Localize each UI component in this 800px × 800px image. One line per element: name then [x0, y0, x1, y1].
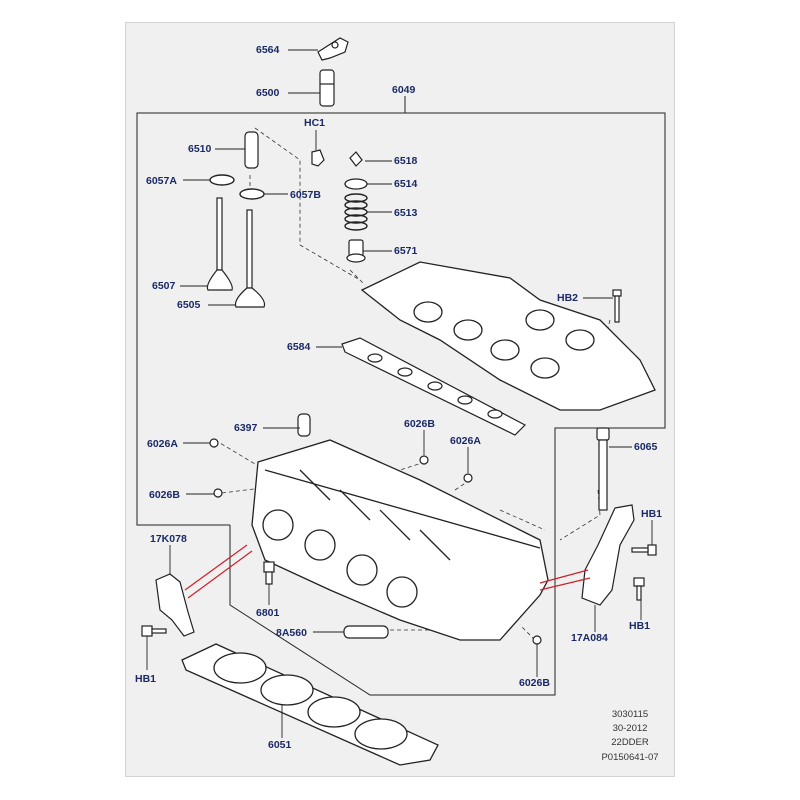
label-6500: 6500 — [256, 87, 280, 99]
valve-guide-6510 — [244, 131, 259, 169]
label-6026b-bottom: 6026B — [519, 677, 550, 689]
gasket-6584 — [341, 337, 526, 436]
label-6505: 6505 — [177, 299, 201, 311]
label-6513: 6513 — [394, 207, 418, 219]
bracket-17a084 — [581, 504, 635, 606]
reference-line-4: P0150641-07 — [601, 752, 659, 763]
label-hb1-right-top: HB1 — [641, 508, 663, 520]
dowel-6026a-right — [463, 473, 473, 483]
label-6049: 6049 — [392, 84, 416, 96]
rocker-arm-6564 — [317, 37, 349, 61]
label-6571: 6571 — [394, 245, 418, 257]
label-6057b: 6057B — [290, 189, 321, 201]
label-6584: 6584 — [287, 341, 311, 353]
sensor-6801 — [263, 561, 275, 585]
label-6564: 6564 — [256, 44, 280, 56]
label-6510: 6510 — [188, 143, 212, 155]
dowel-6026a-left — [209, 438, 219, 448]
label-hb1-right-bottom: HB1 — [629, 620, 651, 632]
label-6801: 6801 — [256, 607, 280, 619]
label-6026b-top: 6026B — [404, 418, 435, 430]
label-6026a-left: 6026A — [147, 438, 178, 450]
label-17a084: 17A084 — [571, 632, 608, 644]
label-6397: 6397 — [234, 422, 258, 434]
label-6514: 6514 — [394, 178, 418, 190]
spring-seat-6571 — [346, 239, 366, 263]
label-hb1-left: HB1 — [135, 673, 157, 685]
label-6065: 6065 — [634, 441, 658, 453]
head-gasket-6051 — [181, 643, 439, 766]
cylinder-head — [251, 439, 549, 641]
label-hc1: HC1 — [304, 117, 326, 129]
label-6026a-right: 6026A — [450, 435, 481, 447]
group-box-6049-right — [229, 112, 666, 696]
label-6057a: 6057A — [146, 175, 177, 187]
label-leaders — [146, 49, 653, 738]
label-6051: 6051 — [268, 739, 292, 751]
label-6026b-left: 6026B — [149, 489, 180, 501]
label-6518: 6518 — [394, 155, 418, 167]
dowel-6026b-top — [419, 455, 429, 465]
bolt-hb2 — [612, 289, 622, 323]
dowel-6026b-left — [213, 488, 223, 498]
bolt-hb1-right-bottom — [633, 577, 645, 601]
reference-line-3: 22DDER — [611, 737, 649, 748]
dowel-6026b-bottom — [532, 635, 542, 645]
reference-line-1: 3030115 — [611, 709, 649, 720]
bolt-hb1-left — [141, 625, 167, 637]
plug-8a560 — [343, 625, 389, 639]
reference-line-2: 30-2012 — [612, 723, 648, 734]
bolt-hb1-right-top — [631, 544, 657, 556]
valve-keepers-6518 — [349, 151, 363, 167]
head-bolt-6065 — [596, 427, 610, 511]
plug-6397 — [297, 413, 311, 437]
callout-lines — [184, 544, 591, 599]
label-hb2: HB2 — [557, 292, 579, 304]
valve-6505 — [234, 209, 266, 308]
clip-hc1 — [311, 149, 325, 167]
valve-6507 — [206, 197, 233, 291]
bracket-17k078 — [155, 573, 195, 637]
label-6507: 6507 — [152, 280, 176, 292]
label-8a560: 8A560 — [276, 627, 307, 639]
valve-spring-6513 — [344, 193, 368, 231]
label-17k078: 17K078 — [150, 533, 187, 545]
group-box-6049 — [136, 112, 345, 526]
lash-adjuster-6500 — [319, 69, 335, 107]
camshaft-carrier — [360, 261, 656, 411]
valve-seal-6057a — [209, 174, 235, 186]
valve-seal-6057b — [239, 188, 265, 200]
spring-retainer-6514 — [344, 178, 368, 190]
